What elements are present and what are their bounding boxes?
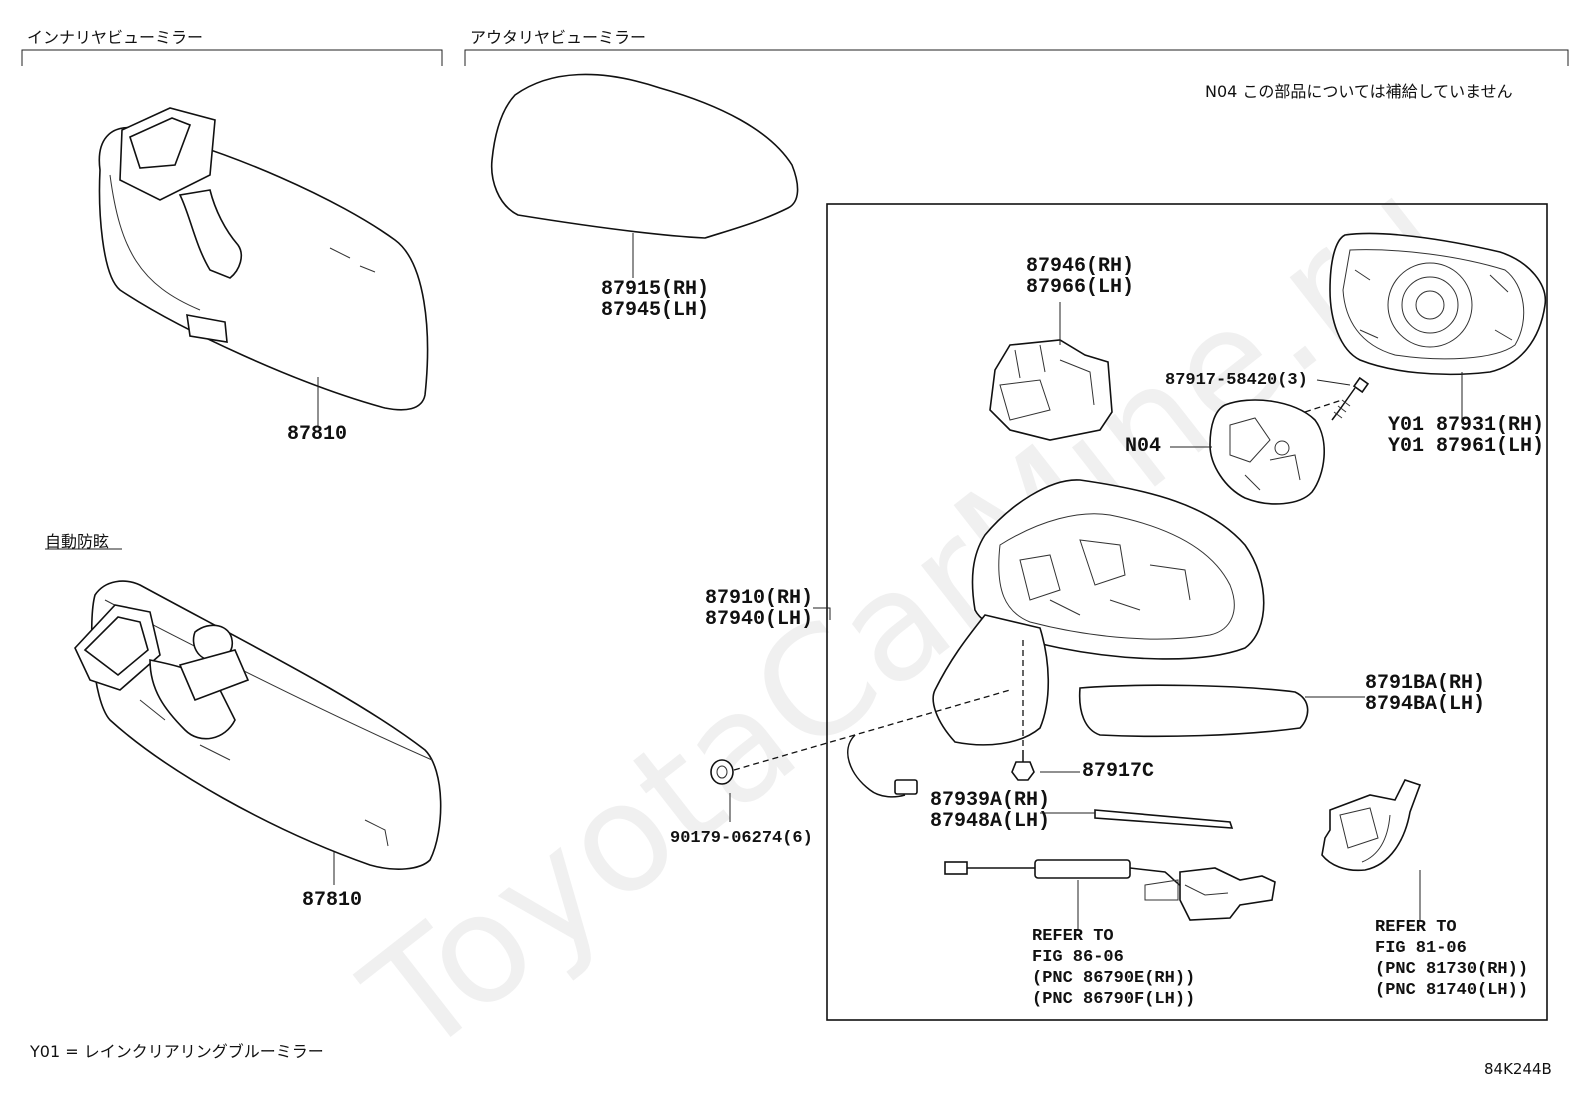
leader-lines	[317, 233, 1463, 930]
label-87915: 87915(RH) 87945(LH)	[601, 278, 710, 322]
label-refer-fig-86-06: REFER TO FIG 86-06 (PNC 86790E(RH)) (PNC…	[1032, 927, 1196, 1009]
label-n04: N04	[1125, 435, 1162, 458]
mirror-cover-87915	[490, 73, 799, 239]
diagram-code: 84K244B	[1484, 1060, 1552, 1078]
exterior-assembly-frame	[826, 203, 1548, 1021]
interior-mirror-87810-auto-dimming	[74, 580, 442, 870]
mirror-base-cover-87946	[989, 339, 1113, 441]
nut-90179-06274	[710, 759, 734, 785]
screw-87917-58420	[1331, 376, 1370, 421]
header-exterior-mirror: アウタリヤビューミラー	[470, 28, 647, 47]
cover-8791BA	[1078, 684, 1309, 738]
turn-signal-lamp	[1321, 779, 1422, 872]
label-87939A: 87939A(RH) 87948A(LH)	[930, 789, 1051, 833]
assembly-dashed-lines	[733, 399, 1343, 771]
bolt-87917C	[1011, 750, 1035, 781]
harness-assembly	[944, 859, 1276, 921]
header-interior-mirror: インナリヤビューミラー	[27, 28, 204, 47]
note-y01: Y01 = レインクリアリングブルーミラー	[30, 1042, 324, 1061]
label-refer-fig-81-06: REFER TO FIG 81-06 (PNC 81730(RH)) (PNC …	[1375, 918, 1529, 1000]
label-87946: 87946(RH) 87966(LH)	[1026, 255, 1135, 299]
label-87810-top: 87810	[287, 423, 348, 446]
label-87810-bottom: 87810	[302, 889, 363, 912]
section-brackets	[21, 49, 1569, 550]
interior-mirror-87810	[98, 107, 429, 411]
strip-87939A	[1094, 809, 1234, 829]
label-8791BA: 8791BA(RH) 8794BA(LH)	[1365, 672, 1486, 716]
label-87917-58420: 87917-58420(3)	[1165, 371, 1308, 390]
label-87931: Y01 87931(RH) Y01 87961(LH)	[1388, 414, 1545, 458]
label-87917C: 87917C	[1082, 760, 1155, 783]
mirror-housing-87910	[847, 479, 1265, 798]
label-87910: 87910(RH) 87940(LH)	[705, 587, 814, 631]
header-auto-dimming: 自動防眩	[45, 532, 110, 551]
label-90179-06274: 90179-06274(6)	[670, 829, 813, 848]
note-n04: N04 この部品については補給していません	[1205, 82, 1513, 101]
mirror-glass-87931	[1329, 232, 1547, 376]
actuator-n04	[1209, 399, 1325, 505]
